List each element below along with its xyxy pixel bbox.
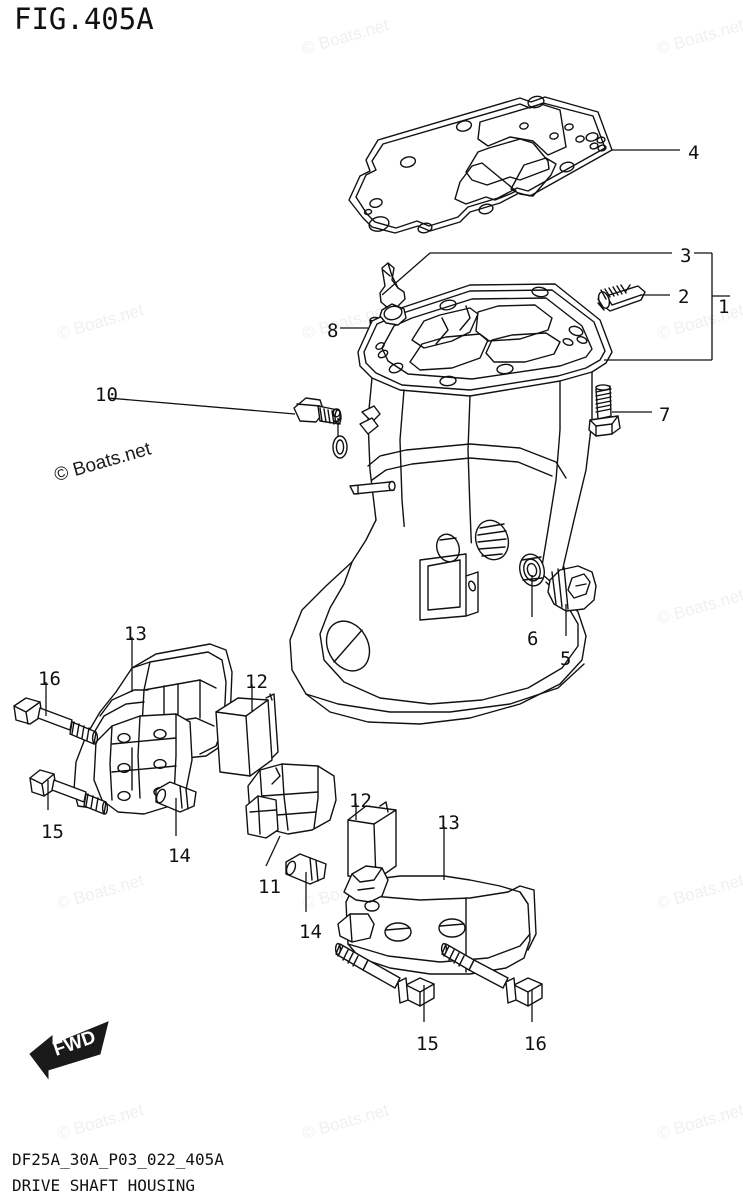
part-rubber-cap bbox=[547, 565, 597, 612]
callout-2: 2 bbox=[678, 286, 690, 308]
figure-name: DRIVE SHAFT HOUSING bbox=[12, 1176, 196, 1195]
figure-code: DF25A_30A_P03_022_405A bbox=[12, 1150, 224, 1169]
callout-9: 9 bbox=[331, 405, 343, 427]
callout-11: 11 bbox=[258, 876, 281, 898]
part-rubber-damper-center bbox=[347, 801, 397, 881]
part-lower-cover-right bbox=[337, 865, 537, 975]
part-bolt-16-bottom bbox=[440, 942, 543, 1007]
part-oil-seal bbox=[519, 553, 545, 587]
part-gasket bbox=[348, 95, 613, 234]
callout-7: 7 bbox=[659, 404, 671, 426]
callout-6: 6 bbox=[527, 628, 539, 650]
callout-16: 16 bbox=[524, 1033, 547, 1055]
part-mount-plate-center bbox=[245, 763, 337, 839]
callout-14: 14 bbox=[299, 921, 322, 943]
callout-4: 4 bbox=[688, 142, 700, 164]
callout-14: 14 bbox=[168, 845, 191, 867]
leader-line-3 bbox=[381, 252, 672, 296]
part-sleeve-left bbox=[155, 781, 197, 813]
callout-16: 16 bbox=[38, 668, 61, 690]
callout-10: 10 bbox=[95, 384, 118, 406]
callout-13: 13 bbox=[437, 812, 460, 834]
part-threaded-fitting bbox=[597, 284, 646, 312]
callout-15: 15 bbox=[416, 1033, 439, 1055]
callout-12: 12 bbox=[349, 790, 372, 812]
part-bolt-15-bottom bbox=[334, 942, 435, 1007]
part-o-ring bbox=[332, 435, 348, 459]
part-bolt-16-left bbox=[13, 697, 99, 745]
leader-line-11 bbox=[265, 835, 281, 867]
part-drain-plug bbox=[293, 397, 342, 425]
part-drive-shaft-housing bbox=[289, 283, 613, 725]
callout-8: 8 bbox=[327, 320, 339, 342]
callout-5: 5 bbox=[560, 648, 572, 670]
part-sleeve-center bbox=[285, 853, 327, 885]
callout-15: 15 bbox=[41, 821, 64, 843]
callout-13: 13 bbox=[124, 623, 147, 645]
callout-12: 12 bbox=[245, 671, 268, 693]
part-group-bracket bbox=[604, 252, 730, 361]
part-mount-bracket-left bbox=[73, 643, 233, 815]
part-rubber-damper-left bbox=[215, 693, 279, 777]
part-bolt-15-left bbox=[29, 769, 109, 815]
leader-lines bbox=[45, 149, 680, 1022]
callout-1: 1 bbox=[718, 296, 730, 318]
part-flange-bolt-upright bbox=[588, 384, 621, 437]
figure-title: FIG.405A bbox=[14, 2, 154, 36]
callout-3: 3 bbox=[680, 245, 692, 267]
leader-line-10 bbox=[107, 397, 296, 415]
